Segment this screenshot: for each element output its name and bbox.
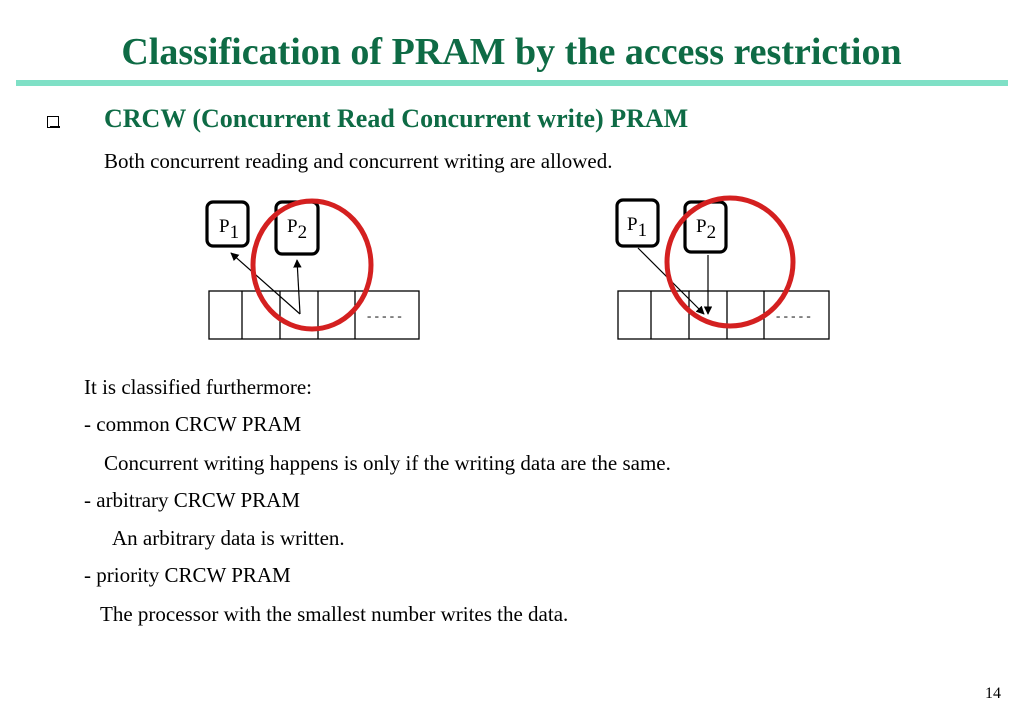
section-heading: CRCW (Concurrent Read Concurrent write) …: [104, 104, 689, 133]
read-arrow-p2: [293, 259, 302, 315]
highlight-circle: [664, 195, 796, 329]
read-arrow-p1: [230, 252, 301, 315]
priority-crcw-title: - priority CRCW PRAM: [84, 563, 291, 587]
processor-letter: P: [219, 216, 230, 237]
processor-letter: P: [696, 216, 707, 237]
svg-text:P2: P2: [287, 216, 307, 243]
slide-title: Classification of PRAM by the access res…: [121, 31, 902, 73]
processor-index: 1: [230, 222, 240, 243]
common-crcw-desc: Concurrent writing happens is only if th…: [104, 451, 671, 475]
hollow-square-bullet-icon: [47, 116, 60, 128]
processor-index: 1: [638, 220, 648, 241]
common-crcw-title: - common CRCW PRAM: [84, 412, 302, 436]
arbitrary-crcw-title: - arbitrary CRCW PRAM: [84, 488, 301, 512]
processor-index: 2: [298, 222, 308, 243]
memory-array: - - - - -: [617, 290, 830, 340]
svg-text:P1: P1: [627, 214, 647, 241]
processor-p2: P2: [274, 200, 320, 256]
svg-text:P2: P2: [696, 216, 716, 243]
processor-index: 2: [707, 222, 717, 243]
page-number: 14: [985, 685, 1001, 702]
priority-crcw-desc: The processor with the smallest number w…: [100, 602, 569, 626]
memory-ellipsis: - - - - -: [776, 308, 811, 323]
processor-letter: P: [627, 214, 638, 235]
svg-text:P1: P1: [219, 216, 239, 243]
processor-letter: P: [287, 216, 298, 237]
intro-text: Both concurrent reading and concurrent w…: [104, 149, 613, 173]
memory-array: - - - - -: [208, 290, 420, 340]
processor-p1: P1: [205, 200, 250, 248]
title-underline: [16, 80, 1008, 86]
highlight-circle: [250, 198, 374, 332]
classification-intro: It is classified furthermore:: [84, 375, 313, 399]
concurrent-write-diagram: - - - - - P1 P2: [615, 195, 830, 340]
arbitrary-crcw-desc: An arbitrary data is written.: [112, 526, 345, 550]
concurrent-read-diagram: - - - - - P1 P2: [205, 198, 420, 340]
processor-p1: P1: [615, 198, 660, 248]
memory-ellipsis: - - - - -: [367, 308, 402, 323]
